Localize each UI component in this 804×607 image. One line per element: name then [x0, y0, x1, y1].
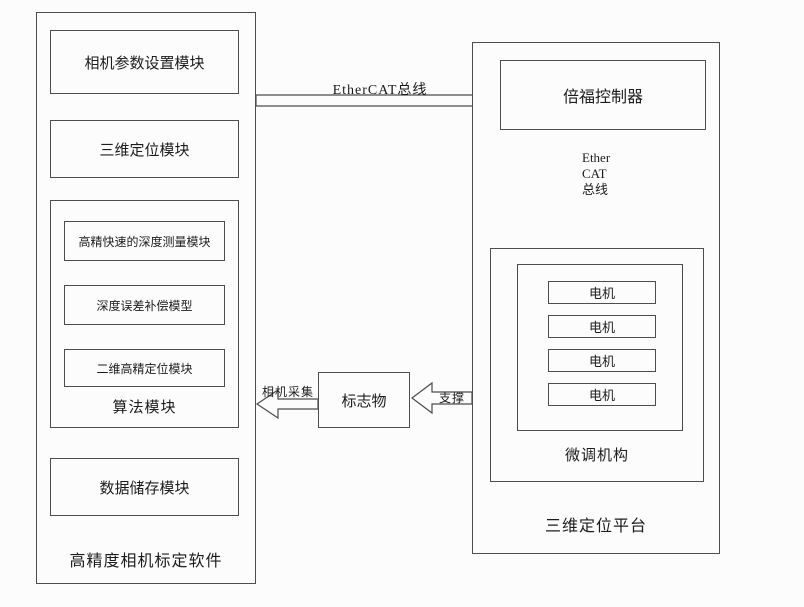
positioning-2d-module-box: 二维高精定位模块 — [64, 349, 225, 387]
support-arrow — [411, 381, 473, 415]
positioning-3d-module-label: 三维定位模块 — [99, 142, 190, 159]
beckhoff-controller-label: 倍福控制器 — [562, 89, 643, 106]
data-storage-module-label: 数据储存模块 — [99, 480, 190, 497]
positioning-2d-module-label: 二维高精定位模块 — [96, 361, 193, 376]
motor-label: 电机 — [588, 320, 615, 335]
motor-label: 电机 — [588, 286, 615, 301]
camera-param-module-label: 相机参数设置模块 — [84, 55, 205, 72]
motor-box: 电机 — [548, 383, 656, 406]
motor-box: 电机 — [548, 349, 656, 372]
motor-box: 电机 — [548, 281, 656, 304]
calibration-software-title: 高精度相机标定软件 — [69, 553, 223, 570]
vertical-bus-label: Ether CAT 总线 — [580, 150, 622, 198]
depth-error-model-box: 深度误差补偿模型 — [64, 285, 225, 325]
motor-label: 电机 — [588, 354, 615, 369]
motor-label: 电机 — [588, 388, 615, 403]
mechanism-title: 微调机构 — [564, 448, 629, 464]
horizontal-bus-label: EtherCAT总线 — [332, 83, 428, 98]
positioning-3d-module-box: 三维定位模块 — [50, 120, 239, 178]
marker-label: 标志物 — [341, 393, 387, 410]
algorithm-module-box: 高精快速的深度测量模块 深度误差补偿模型 二维高精定位模块 算法模块 — [50, 200, 239, 428]
camera-param-module-box: 相机参数设置模块 — [50, 30, 239, 94]
capture-arrow — [255, 388, 319, 420]
support-label: 支撑 — [438, 391, 465, 405]
capture-label: 相机采集 — [261, 385, 314, 399]
data-storage-module-box: 数据储存模块 — [50, 458, 239, 516]
depth-measure-module-box: 高精快速的深度测量模块 — [64, 221, 225, 261]
positioning-platform-title: 三维定位平台 — [544, 518, 647, 535]
algorithm-module-title: 算法模块 — [112, 400, 177, 416]
motor-box: 电机 — [548, 315, 656, 338]
depth-measure-module-label: 高精快速的深度测量模块 — [78, 234, 211, 249]
motor-group-box: 电机 电机 电机 电机 — [517, 264, 683, 431]
beckhoff-controller-box: 倍福控制器 — [500, 60, 706, 130]
marker-box: 标志物 — [318, 372, 410, 428]
mechanism-box: 电机 电机 电机 电机 微调机构 — [490, 248, 704, 482]
depth-error-model-label: 深度误差补偿模型 — [96, 298, 193, 313]
